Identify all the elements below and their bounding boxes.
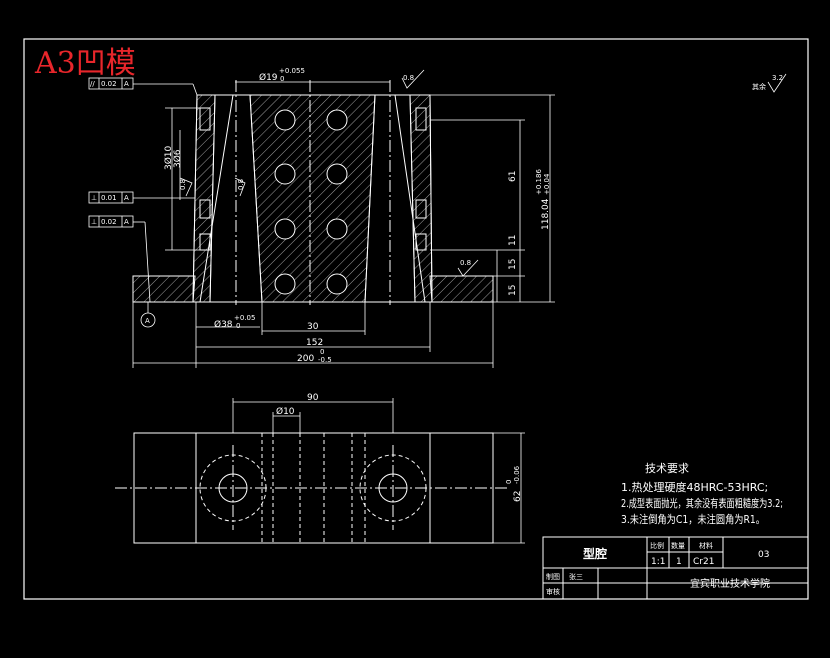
gdt-tolerance: 0.01 (101, 194, 117, 202)
hole (274, 273, 296, 295)
dim-left-holes: 3Ø10 (163, 145, 174, 170)
title-row-drawn-value: 张三 (569, 572, 583, 581)
dim-w-200-tol-upper: 0 (320, 348, 324, 356)
dim-w-152: 152 (306, 338, 323, 348)
title-school: 宜宾职业技术学院 (690, 577, 770, 590)
top-view (115, 432, 510, 544)
top-dim-height-tol-lower: -0.06 (513, 465, 521, 484)
roughness-symbol: 0.8 (234, 177, 246, 197)
dim-h-15a: 15 (508, 259, 518, 270)
title-row-review: 审核 (546, 587, 560, 596)
gdt-symbol: ⊥ (91, 218, 97, 226)
title-drawing-no: 03 (758, 550, 769, 560)
dim-height-total: 118.04 (541, 198, 551, 230)
title-material: Cr21 (693, 557, 714, 567)
hole (326, 218, 348, 240)
title-part-name: 型腔 (583, 546, 607, 561)
hole (326, 163, 348, 185)
gdt-datum: A (124, 194, 129, 202)
roughness-other-label: 其余 (752, 82, 766, 91)
dim-left-holes-2: 3Ø6 (172, 149, 183, 168)
tech-requirements-title: 技术要求 (645, 462, 689, 475)
roughness-other (767, 73, 787, 93)
tech-requirement-item: 3.未注倒角为C1，未注圆角为R1。 (621, 512, 765, 526)
svg-text:0.8: 0.8 (237, 179, 245, 190)
dim-height-61: 61 (508, 171, 518, 182)
dim-w-30: 30 (307, 322, 319, 332)
sheet-border (23, 38, 809, 600)
hole (274, 109, 296, 131)
top-view-dimensions (232, 398, 525, 544)
gdt-tolerance: 0.02 (101, 80, 117, 88)
dim-w-200: 200 (297, 354, 314, 364)
dim-top-bore-tol-upper: +0.055 (279, 67, 305, 75)
roughness-symbol: 0.8 (457, 259, 479, 277)
dim-height-total-tol-lower: +0.04 (543, 173, 551, 195)
dim-bottom-bore-tol-upper: +0.05 (234, 314, 255, 322)
dim-bottom-bore: Ø38 (214, 319, 233, 330)
gdt-datum: A (124, 80, 129, 88)
hole (274, 218, 296, 240)
tech-requirement-item: 1.热处理硬度48HRC-53HRC; (621, 480, 768, 494)
svg-text:0.8: 0.8 (179, 179, 187, 190)
base-left-section (132, 275, 196, 303)
watermark-text: A3凹模 (34, 46, 136, 81)
dim-bottom-bore-tol-lower: 0 (236, 322, 240, 330)
title-block (542, 536, 809, 600)
hole (274, 163, 296, 185)
dim-top-bore: Ø19 (259, 72, 278, 83)
top-dim-hole: Ø10 (276, 406, 295, 417)
hole (326, 273, 348, 295)
svg-text:0.8: 0.8 (403, 74, 414, 82)
base-right-section (429, 275, 494, 303)
gdt-frame: ⊥ 0.02 A (88, 215, 134, 228)
top-dim-height: 62 (513, 491, 523, 502)
center-block-section (249, 94, 376, 303)
top-dim-height-tol-upper: 0 (505, 480, 513, 484)
roughness-symbol: 0.8 (401, 69, 425, 89)
dim-height-total-tol-upper: +0.186 (535, 169, 543, 195)
gdt-frame: // 0.02 A (88, 77, 134, 90)
title-qty: 1 (676, 557, 682, 567)
title-col-material: 材料 (699, 541, 713, 550)
gdt-symbol: ⊥ (91, 194, 97, 202)
title-col-scale: 比例 (650, 541, 664, 550)
title-row-drawn: 制图 (546, 572, 560, 581)
tech-requirement-item: 2.成型表面抛光，其余没有表面粗糙度为3.2; (621, 496, 783, 510)
front-view-dimensions (132, 81, 555, 368)
title-col-qty: 数量 (671, 541, 685, 550)
roughness-other-value: 3.2 (772, 74, 783, 82)
top-dim-w-90: 90 (307, 393, 319, 403)
roughness-symbol: 0.8 (179, 177, 193, 197)
dim-h-15b: 15 (508, 285, 518, 296)
gdt-tolerance: 0.02 (101, 218, 117, 226)
title-scale: 1:1 (651, 557, 665, 567)
gdt-datum: A (124, 218, 129, 226)
front-view (132, 80, 494, 305)
dim-top-bore-tol-lower: 0 (280, 75, 284, 83)
gdt-frame: ⊥ 0.01 A (88, 191, 134, 204)
datum-label: A (145, 317, 150, 325)
gdt-symbol: // (90, 80, 95, 88)
dim-h-11: 11 (508, 235, 518, 246)
dim-w-200-tol-lower: -0.5 (318, 356, 332, 364)
hole (326, 109, 348, 131)
svg-text:0.8: 0.8 (460, 259, 471, 267)
